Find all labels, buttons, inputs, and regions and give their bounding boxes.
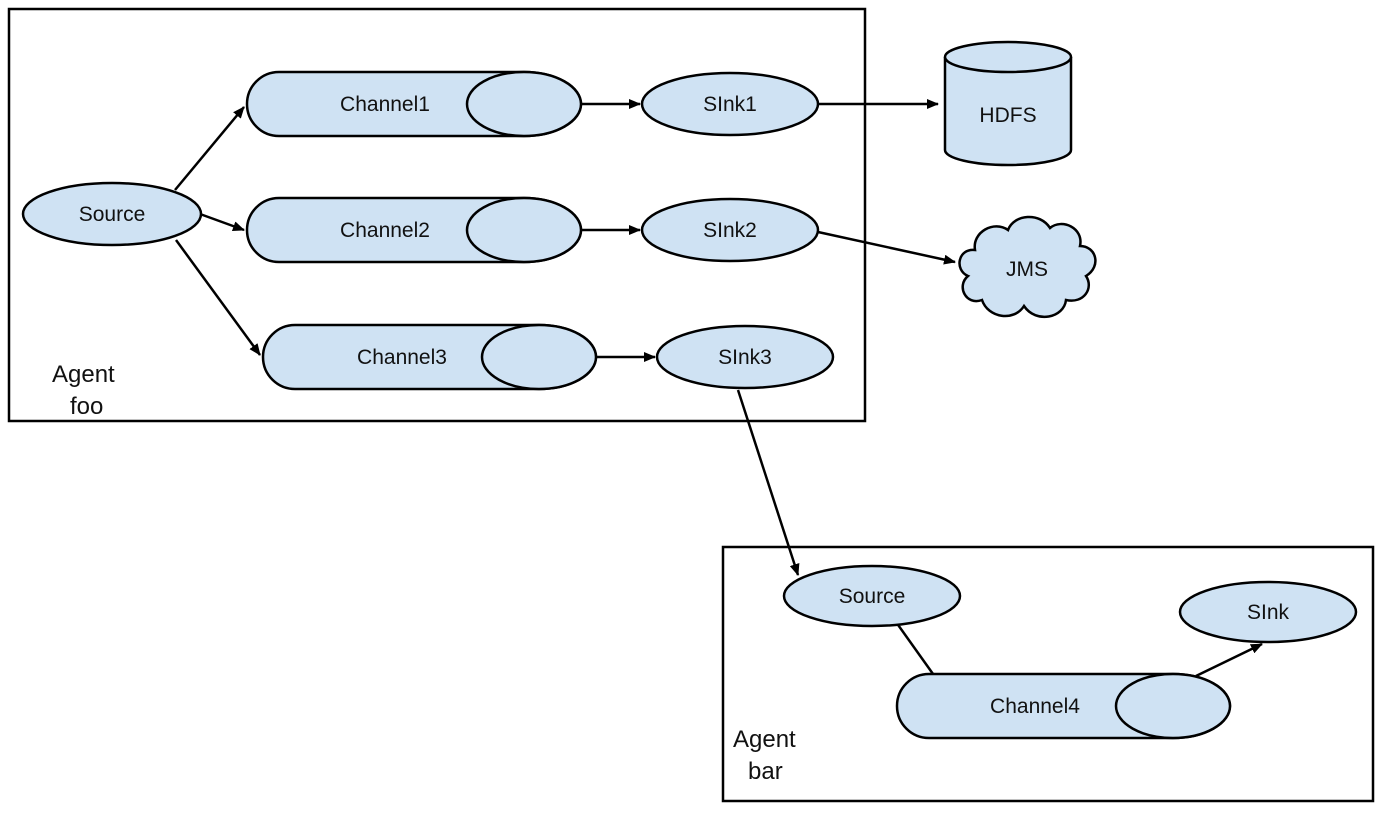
agent-bar-label-line2: bar <box>748 758 783 785</box>
edge-sink3-bar-source <box>736 389 800 576</box>
edge-source-channel1 <box>174 106 245 191</box>
edge-source-channel3 <box>174 239 262 356</box>
sink1-node: SInk1 <box>640 71 820 137</box>
channel1-node: Channel1 <box>245 70 583 138</box>
sink2-node: SInk2 <box>640 197 820 263</box>
edge-sink2-jms <box>817 230 956 265</box>
sink1-label: SInk1 <box>703 93 757 116</box>
agent-foo-label-line2: foo <box>70 393 103 420</box>
bar-source-node: Source <box>782 564 962 628</box>
hdfs-label: HDFS <box>979 104 1036 127</box>
agent-bar-label-line1: Agent <box>733 726 796 753</box>
agent-bar-box: Agent bar <box>721 545 1375 803</box>
foo-source-node: Source <box>21 181 203 247</box>
sink3-node: SInk3 <box>655 324 835 390</box>
edge-channel4-bar-sink <box>1195 642 1263 678</box>
sink3-label: SInk3 <box>718 346 772 369</box>
agent-foo-label-line1: Agent <box>52 361 115 388</box>
bar-sink-label: SInk <box>1247 601 1290 624</box>
channel1-label: Channel1 <box>340 93 430 116</box>
bar-sink-node: SInk <box>1178 580 1358 644</box>
agent-foo-box: Agent foo <box>7 7 867 423</box>
channel2-node: Channel2 <box>245 196 583 264</box>
edges <box>174 99 1263 689</box>
jms-cloud-icon: JMS <box>958 215 1097 319</box>
sink2-label: SInk2 <box>703 219 757 242</box>
bar-source-label: Source <box>839 585 906 608</box>
edge-source-channel2 <box>199 212 245 232</box>
jms-label: JMS <box>1006 258 1048 281</box>
channel3-label: Channel3 <box>357 346 447 369</box>
channel4-label: Channel4 <box>990 695 1080 718</box>
channel4-node: Channel4 <box>895 672 1232 740</box>
channel2-label: Channel2 <box>340 219 430 242</box>
hdfs-database-icon: HDFS <box>943 40 1073 167</box>
channel3-node: Channel3 <box>261 323 598 391</box>
foo-source-label: Source <box>79 203 146 226</box>
